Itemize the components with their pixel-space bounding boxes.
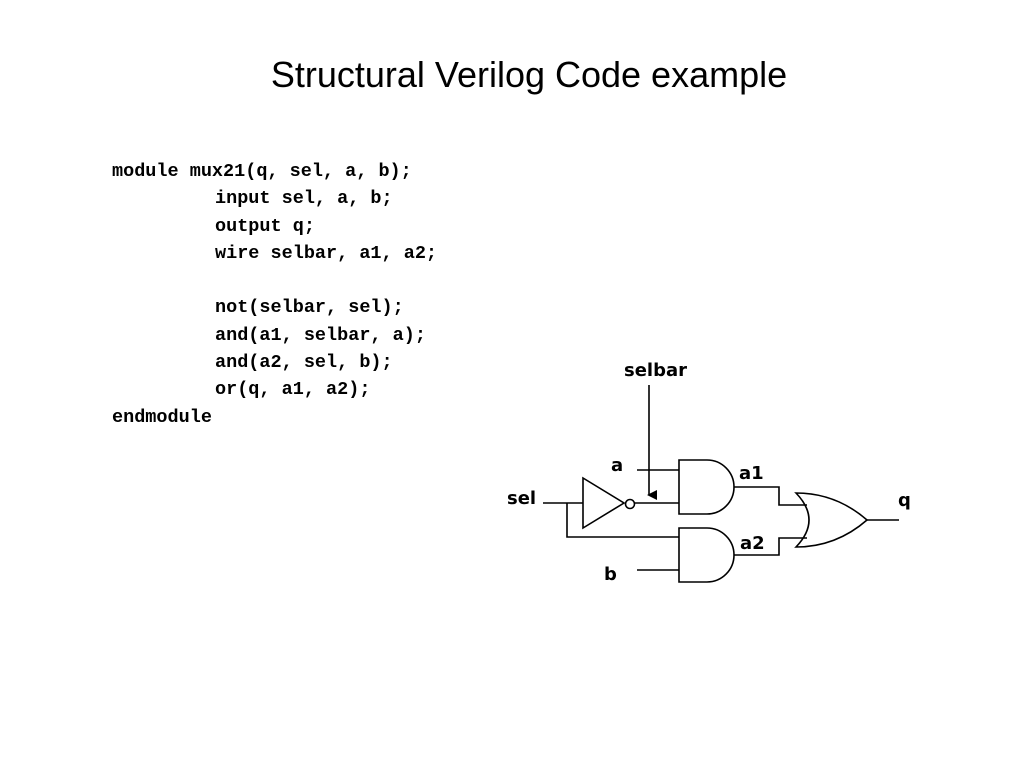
not-gate xyxy=(582,476,626,530)
slide-title: Structural Verilog Code example xyxy=(270,54,788,95)
and-gate-a2 xyxy=(678,527,735,583)
code-line-module: module mux21(q, sel, a, b); xyxy=(112,161,412,182)
code-line-or: or(q, a1, a2); xyxy=(215,379,371,401)
label-a2: a2 xyxy=(740,533,765,554)
verilog-code: module mux21(q, sel, a, b); input sel, a,… xyxy=(112,158,437,431)
code-line-wire: wire selbar, a1, a2; xyxy=(215,242,438,264)
and-gate-a1 xyxy=(678,459,735,515)
code-line-endmodule: endmodule xyxy=(112,406,212,428)
wire-a1 xyxy=(734,486,807,506)
label-selbar: selbar xyxy=(624,360,687,381)
wire-a2 xyxy=(734,537,807,556)
or-gate xyxy=(794,492,869,548)
label-a: a xyxy=(611,455,623,476)
label-sel: sel xyxy=(507,488,536,509)
code-line-output: output q; xyxy=(215,215,315,237)
label-a1: a1 xyxy=(739,463,764,484)
wire-sel-branch xyxy=(566,503,679,538)
code-line-input: input sel, a, b; xyxy=(215,188,393,210)
code-line-and-a2: and(a2, sel, b); xyxy=(215,352,393,374)
label-q: q xyxy=(898,490,911,511)
code-line-not: not(selbar, sel); xyxy=(215,297,404,319)
label-b: b xyxy=(604,564,617,585)
not-gate-bubble xyxy=(624,498,636,510)
code-line-and-a1: and(a1, selbar, a); xyxy=(215,324,426,346)
